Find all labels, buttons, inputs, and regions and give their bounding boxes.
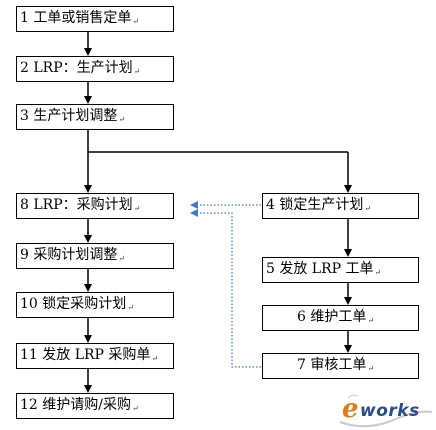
step-12-box: 12 维护请购/采购↵ [16,393,174,419]
step-8-box: 8 LRP：采购计划↵ [16,193,174,219]
step-5-label: 5 发放 LRP 工单 [266,261,374,277]
step-1-label: 1 工单或销售定单 [20,10,132,26]
step-7-box: 7 审核工单↵ [262,353,419,379]
step-6-label: 6 维护工单 [297,309,367,325]
step-3-box: 3 生产计划调整↵ [16,104,174,130]
step-2-box: 2 LRP：生产计划↵ [16,56,174,82]
step-5-box: 5 发放 LRP 工单↵ [262,257,419,283]
step-7-label: 7 审核工单 [297,357,367,373]
step-4-box: 4 锁定生产计划↵ [262,193,419,219]
step-4-label: 4 锁定生产计划 [266,197,364,213]
eworks-watermark-logo: e works [338,392,434,428]
step-2-label: 2 LRP：生产计划 [20,60,133,76]
step-10-box: 10 锁定采购计划↵ [16,292,174,318]
step-1-box: 1 工单或销售定单↵ [16,6,174,32]
step-11-label: 11 发放 LRP 采购单 [20,347,151,363]
step-12-label: 12 维护请购/采购 [20,397,131,413]
step-8-label: 8 LRP：采购计划 [20,197,133,213]
step-10-label: 10 锁定采购计划 [20,296,127,312]
logo-swoosh-icon [339,394,433,428]
step-9-box: 9 采购计划调整↵ [16,243,174,269]
step-11-box: 11 发放 LRP 采购单↵ [16,343,174,369]
step-9-label: 9 采购计划调整 [20,247,118,263]
logo-e: e [342,394,359,424]
step-3-label: 3 生产计划调整 [20,108,118,124]
step-6-box: 6 维护工单↵ [262,305,419,331]
dotted-arrow-7-to-8 [190,209,261,368]
logo-works: works [360,401,420,421]
